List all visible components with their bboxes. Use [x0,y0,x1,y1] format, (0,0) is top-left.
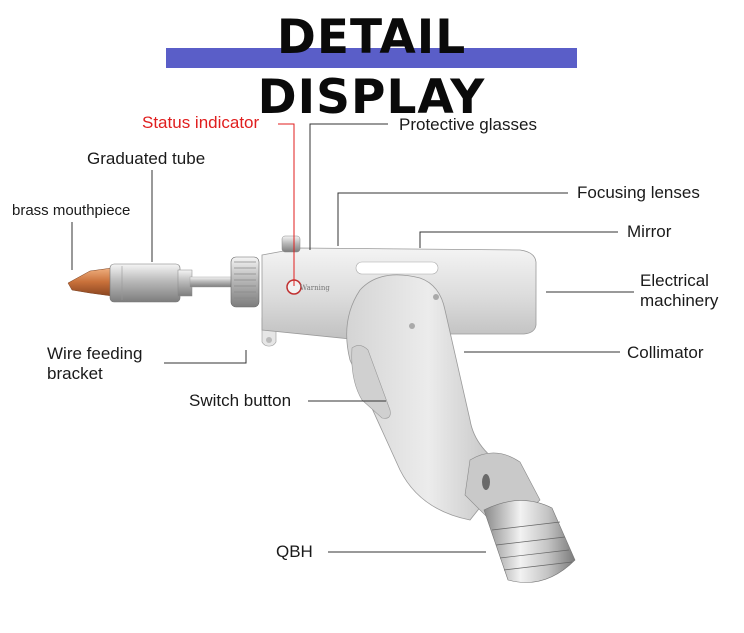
title-underline-bar [166,48,577,68]
label-graduated-tube: Graduated tube [87,149,206,168]
graduated-tube-shape [109,263,181,303]
label-status-indicator: Status indicator [142,113,260,132]
label-brass-mouthpiece: brass mouthpiece [12,202,131,219]
leader-lines [71,123,634,553]
label-switch-button: Switch button [189,391,292,410]
knurled-ring-shape [230,256,260,308]
label-electrical-line2: machinery [640,291,719,310]
brass-mouthpiece-shape [67,267,113,297]
page-title: DETAIL DISPLAY [257,10,486,125]
label-protective-glasses: Protective glasses [399,115,537,134]
label-collimator: Collimator [627,343,704,362]
label-mirror: Mirror [627,222,672,241]
label-wire-feeding-line2: bracket [47,364,103,383]
label-qbh: QBH [276,542,313,561]
label-wire-feeding-line1: Wire feeding [47,344,143,363]
qbh-connector-shape [483,500,576,583]
device-engraving: Warning [300,284,330,292]
label-electrical-line1: Electrical [640,271,709,290]
label-focusing-lenses: Focusing lenses [577,183,700,202]
switch-button-shape [351,345,391,419]
status-indicator-leader [278,123,295,286]
